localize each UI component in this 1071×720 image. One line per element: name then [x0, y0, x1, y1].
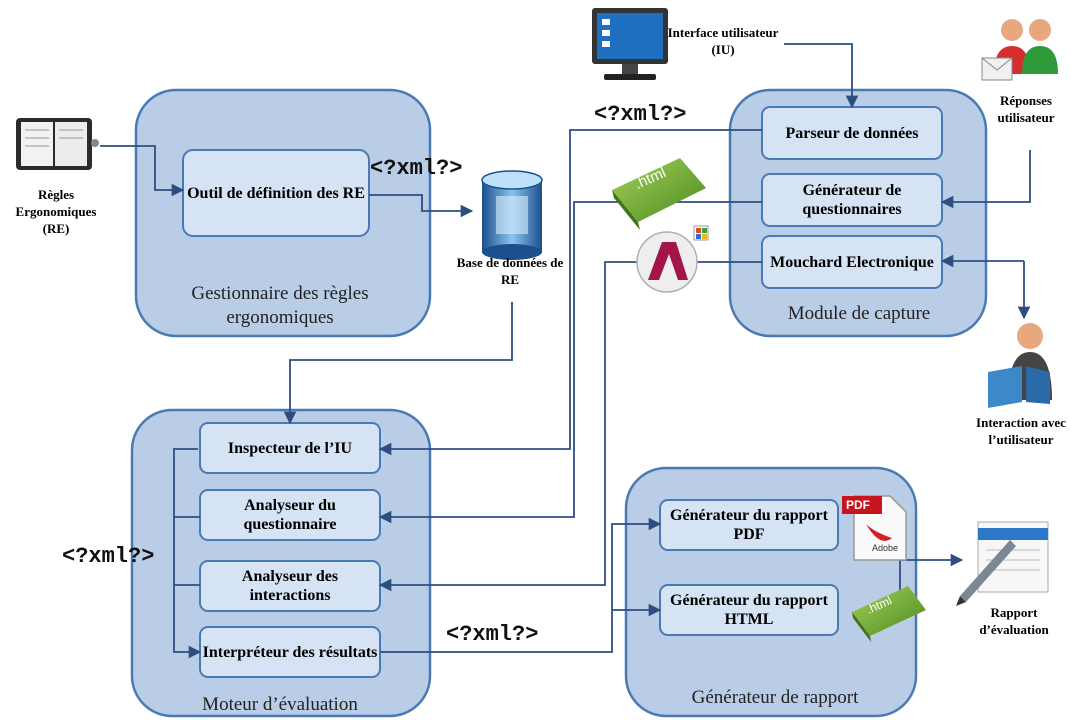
adobe-label: Adobe: [872, 543, 899, 553]
parseur-label: Parseur de données: [785, 124, 919, 142]
pdf-label: PDF: [846, 498, 870, 512]
connectors: [100, 43, 1031, 659]
inspecteur-label: Inspecteur de l’IU: [227, 439, 353, 457]
users-icon: [981, 19, 1058, 81]
access-icon: [636, 225, 709, 293]
panel-moteur-label: Moteur d’évaluation: [202, 694, 358, 715]
interface-caption: Interface utilisateur (IU): [667, 25, 779, 57]
interpreteur-label: Interpréteur des résultats: [202, 643, 378, 661]
panel-gestionnaire-label: Gestionnaire des règles ergonomiques: [191, 283, 369, 328]
report-icon: [956, 521, 1049, 606]
analyseur-questionnaire-label: Analyseur du questionnaire: [243, 497, 337, 533]
reponses-caption: Réponses utilisateur: [997, 93, 1055, 125]
book-icon: [16, 118, 99, 170]
xml-tag: <?xml?>: [594, 102, 687, 127]
regles-caption: Règles Ergonomiques (RE): [15, 187, 97, 236]
gen-questionnaires-label: Générateur de questionnaires: [802, 182, 902, 218]
html-file-icon-small: [852, 586, 926, 642]
panel-generateur-label: Générateur de rapport: [691, 687, 859, 708]
base-caption: Base de données de RE: [456, 255, 564, 287]
panel-capture-label: Module de capture: [787, 303, 931, 324]
html-file-icon: [612, 158, 706, 230]
database-icon: [481, 170, 543, 260]
person-reading-icon: [988, 323, 1052, 408]
xml-tag: <?xml?>: [370, 156, 463, 181]
xml-tag: <?xml?>: [62, 544, 155, 569]
interaction-caption: Interaction avec l’utilisateur: [976, 415, 1066, 447]
pdf-icon: [842, 495, 907, 561]
mouchard-label: Mouchard Electronique: [770, 253, 934, 271]
analyseur-interactions-label: Analyseur des interactions: [241, 568, 339, 604]
gen-pdf-label: Générateur du rapport PDF: [670, 507, 828, 543]
outil-label: Outil de définition des RE: [187, 184, 365, 202]
rapport-caption: Rapport d’évaluation: [979, 605, 1049, 637]
monitor-icon: [592, 8, 668, 80]
gen-html-label: Générateur du rapport HTML: [670, 592, 828, 628]
xml-tag: <?xml?>: [446, 622, 539, 647]
